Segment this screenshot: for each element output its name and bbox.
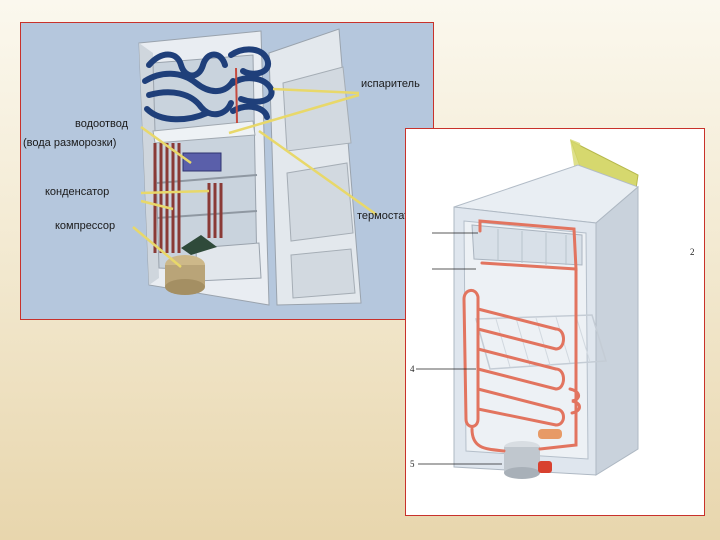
compressor-base [504, 467, 540, 479]
suction-line [470, 427, 506, 453]
condenser-coil [153, 143, 181, 253]
label-evaporator: испаритель [361, 78, 420, 90]
callout-evaporator-a [272, 87, 360, 95]
evaporator-tube-left [142, 51, 236, 123]
capillary-tube [235, 67, 238, 124]
freezer-shelf [152, 120, 256, 144]
start-relay [538, 461, 552, 473]
callout-condenser-a [140, 189, 210, 195]
label-condenser: конденсатор [45, 186, 109, 198]
fridge-cutaway-panel: испаритель водоотвод (вода разморозки) к… [20, 22, 434, 320]
door-bin [286, 162, 354, 242]
refrigerant-tubing [462, 219, 581, 453]
cabinet-side [595, 185, 639, 476]
compressor-bracket [181, 235, 217, 255]
fridge-schematic-illustration: 2 4 5 [410, 139, 695, 479]
label-drain-line-note: (вода разморозки) [23, 137, 116, 149]
label-thermostat: термостат [357, 210, 409, 222]
label-compressor: компрессор [55, 220, 115, 232]
freezer-compartment [471, 224, 583, 266]
condenser-coil-turns [476, 307, 558, 427]
label-2: 2 [690, 247, 695, 257]
capillary-spiral [568, 267, 581, 431]
freezer-grid [497, 229, 567, 265]
filter-dryer [538, 429, 562, 439]
condenser-coil [462, 289, 480, 428]
compressor-base [165, 279, 205, 295]
fridge-cutaway-illustration: испаритель водоотвод (вода разморозки) к… [23, 28, 420, 306]
callout-condenser-b [140, 199, 174, 211]
discharge-line [538, 427, 578, 451]
evaporator-loop [478, 219, 578, 271]
number-leaders [416, 232, 502, 465]
label-drain-line: водоотвод [75, 118, 129, 130]
label-5: 5 [410, 459, 415, 469]
callout-compressor [132, 226, 182, 268]
label-4: 4 [410, 364, 415, 374]
door-bin [290, 248, 356, 299]
callout-evaporator-b [228, 93, 360, 135]
condenser-coil-bends [554, 327, 565, 427]
callout-thermostat [258, 129, 378, 217]
door-bin [282, 66, 352, 152]
drain-collector [182, 152, 222, 172]
callout-lines [132, 87, 378, 268]
fridge-schematic-panel: 2 4 5 [405, 128, 705, 516]
callout-drain [140, 125, 192, 165]
